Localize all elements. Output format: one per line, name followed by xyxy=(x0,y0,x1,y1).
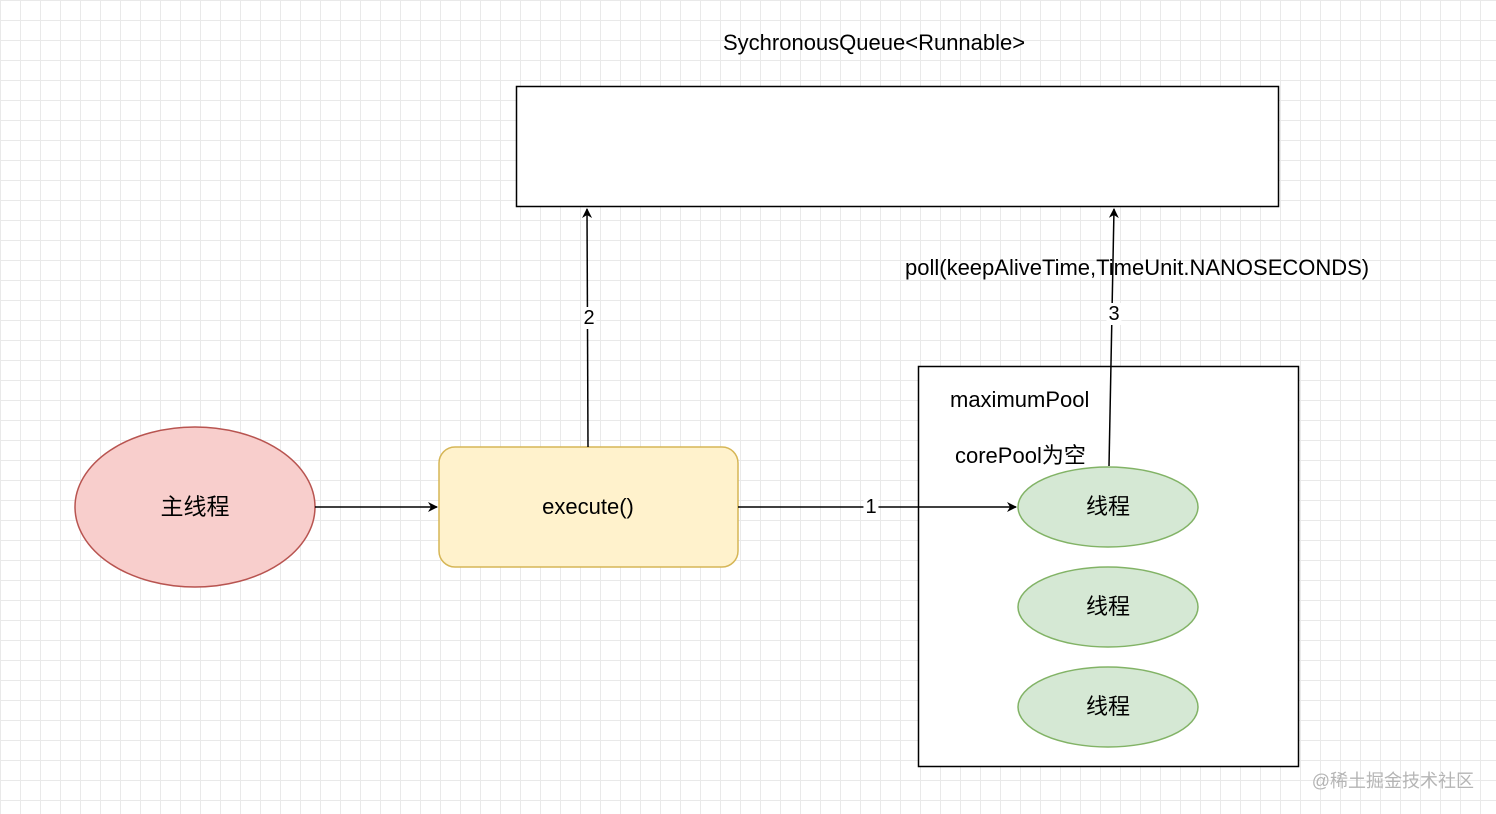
core-pool-label: corePool为空 xyxy=(955,443,1086,468)
execute-label: execute() xyxy=(542,494,634,519)
main-thread-label: 主线程 xyxy=(160,493,230,520)
edge-label-2: 2 xyxy=(581,307,597,329)
maximum-pool-label: maximumPool xyxy=(950,387,1090,412)
synchronous-queue-box xyxy=(515,85,1280,208)
edge-thread-poll-queue xyxy=(1108,208,1119,467)
thread-node-2 xyxy=(1017,566,1199,648)
edge-label-3: 3 xyxy=(1106,303,1122,325)
thread-node-3 xyxy=(1017,666,1199,748)
thread-label-3: 线程 xyxy=(1085,694,1131,719)
queue-title: SychronousQueue<Runnable> xyxy=(723,30,1026,55)
thread-label-2: 线程 xyxy=(1085,594,1131,619)
edge-label-1: 1 xyxy=(863,496,879,518)
poll-label: poll(keepAliveTime,TimeUnit.NANOSECONDS) xyxy=(905,255,1370,280)
watermark: @稀土掘金技术社区 xyxy=(1311,771,1474,791)
thread-node-1 xyxy=(1017,466,1199,548)
thread-label-1: 线程 xyxy=(1085,494,1131,519)
